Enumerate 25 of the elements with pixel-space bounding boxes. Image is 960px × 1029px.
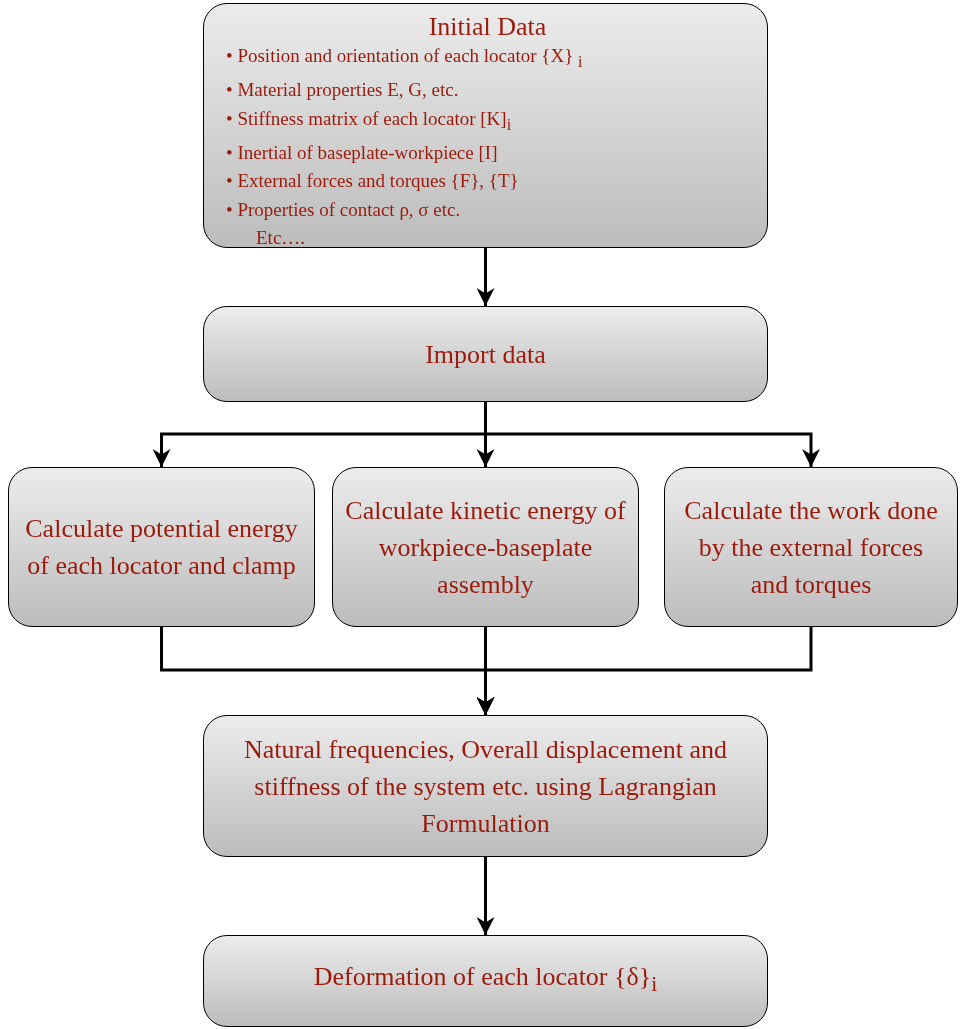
arrow (476, 857, 495, 935)
list-item: Etc…. (255, 226, 307, 251)
box-text: Calculate the work done by the external forces and torques (683, 494, 939, 601)
list-item: • Properties of contact ρ, σ etc. (226, 198, 462, 222)
list-item: • Inertial of baseplate-workpiece [I] (226, 141, 499, 165)
box-heading: Initial Data (427, 12, 548, 42)
process-box (203, 935, 768, 1027)
arrow (476, 248, 495, 306)
list-item: • Stiffness matrix of each locator [K]$_{i}$ (226, 106, 513, 135)
process-box (332, 467, 639, 627)
box-text: Calculate kinetic energy of workpiece-baseplate assembly (345, 494, 626, 601)
process-box (203, 306, 768, 402)
arrow (476, 627, 813, 715)
box-text: Deformation of each locator {δ}$_{i}$ (313, 961, 658, 999)
box-text: Import data (425, 338, 546, 371)
box-text: Natural frequencies, Overall displacement and stiffness of the system etc. using Lagrangian Formulation (243, 733, 728, 840)
process-box (203, 3, 768, 248)
list-item: • External forces and torques {F}, {T} (226, 169, 520, 194)
list-item: • Material properties E, G, etc. (226, 78, 460, 103)
process-box (203, 715, 768, 857)
box-text: Calculate potential energy of each locator and clamp (24, 513, 299, 582)
process-box (664, 467, 958, 627)
process-box (8, 467, 315, 627)
list-item: • Position and orientation of each locator {X} $_{i}$ (226, 43, 584, 72)
arrow (484, 402, 820, 467)
